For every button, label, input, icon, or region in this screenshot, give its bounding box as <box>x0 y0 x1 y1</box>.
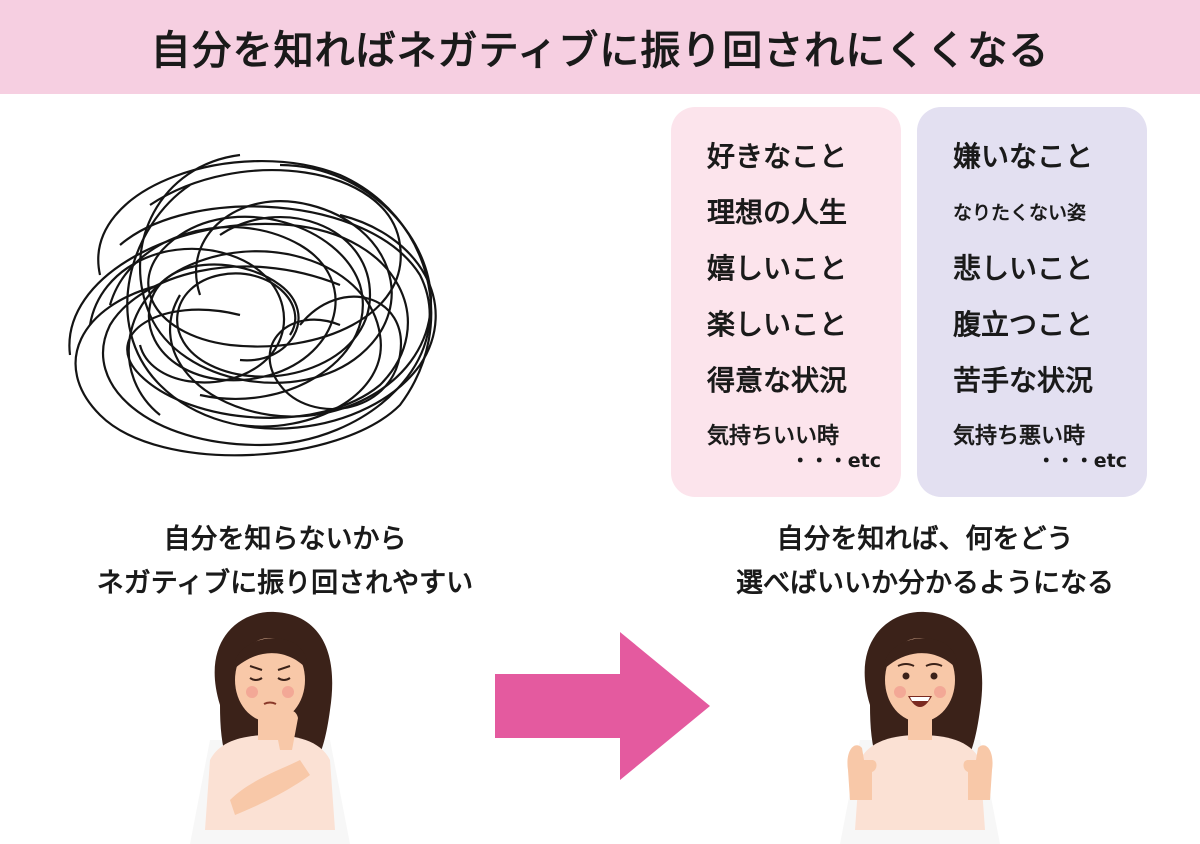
dislike-item: 気持ち悪い時 <box>953 424 1086 449</box>
caption-right: 自分を知れば、何をどう 選べばいいか分かるようになる <box>670 518 1180 606</box>
like-item: 理想の人生 <box>707 196 848 229</box>
caption-left: 自分を知らないから ネガティブに振り回されやすい <box>20 518 550 606</box>
caption-line: 自分を知れば、何をどう <box>776 524 1074 555</box>
title-banner: 自分を知ればネガティブに振り回されにくくなる <box>0 0 1200 94</box>
dislike-item: 嫌いなこと <box>953 140 1094 173</box>
dislike-item: 苦手な状況 <box>953 364 1094 397</box>
caption-line: ネガティブに振り回されやすい <box>96 568 474 599</box>
happy-woman-thumbs-up-illustration <box>840 611 1000 844</box>
like-item: 楽しいこと <box>707 308 848 341</box>
dislike-item: なりたくない姿 <box>953 202 1087 224</box>
right-arrow-icon <box>495 632 710 780</box>
worried-woman-illustration <box>190 611 350 844</box>
tangled-scribble-illustration <box>68 153 437 457</box>
dislikes-etc: ・・・etc <box>1036 450 1127 472</box>
likes-etc: ・・・etc <box>790 450 881 472</box>
like-item: 嬉しいこと <box>707 252 848 285</box>
caption-line: 選べばいいか分かるようになる <box>736 568 1114 599</box>
like-item: 好きなこと <box>707 140 848 173</box>
dislikes-card: 嫌いなこと なりたくない姿 悲しいこと 腹立つこと 苦手な状況 気持ち悪い時 ・… <box>917 107 1147 497</box>
dislike-item: 悲しいこと <box>953 252 1094 285</box>
like-item: 気持ちいい時 <box>707 424 840 449</box>
page-title: 自分を知ればネガティブに振り回されにくくなる <box>150 28 1050 74</box>
likes-card: 好きなこと 理想の人生 嬉しいこと 楽しいこと 得意な状況 気持ちいい時 ・・・… <box>671 107 901 497</box>
dislike-item: 腹立つこと <box>953 308 1094 341</box>
caption-line: 自分を知らないから <box>163 524 407 555</box>
like-item: 得意な状況 <box>707 364 848 397</box>
